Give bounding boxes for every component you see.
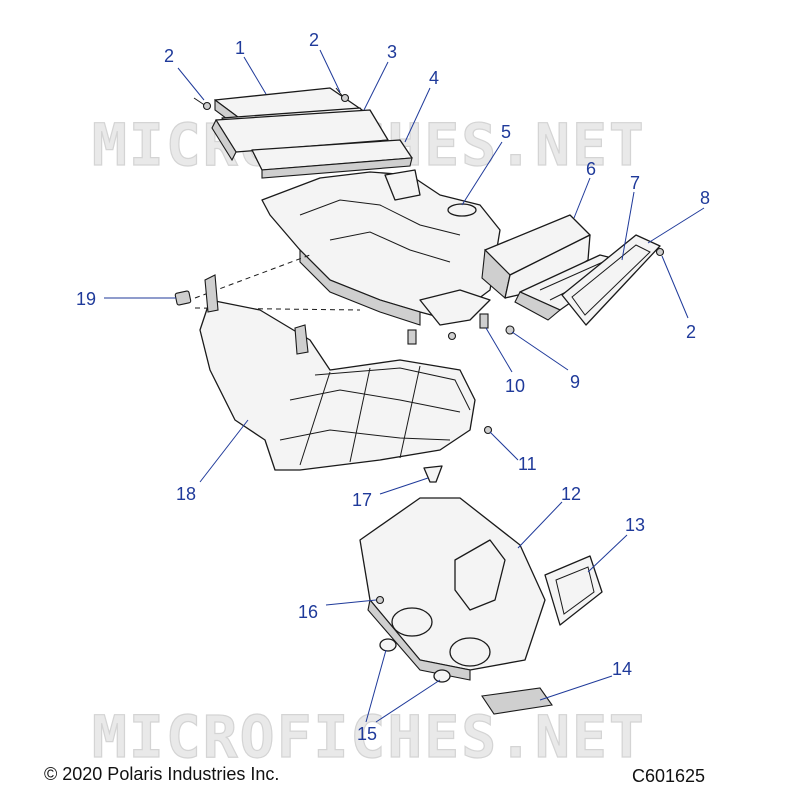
part-13-filter-seal: [544, 555, 603, 626]
part-12-lower-airbox: [359, 497, 546, 681]
callout-19: 19: [76, 289, 96, 309]
part-11-screw: [447, 331, 493, 435]
part-4-duct-lip: [251, 139, 413, 179]
callout-12: 12: [561, 484, 581, 504]
part-14-label: [481, 687, 553, 715]
callout-7: 7: [630, 173, 640, 193]
callout-11: 11: [518, 454, 537, 474]
part-5-airbox-cover: [261, 169, 501, 326]
callout-16: 16: [298, 602, 318, 622]
copyright-text: © 2020 Polaris Industries Inc.: [44, 764, 279, 784]
part-17-push-pin: [423, 465, 443, 483]
callout-13: 13: [625, 515, 645, 535]
callout-18: 18: [176, 484, 196, 504]
callout-4: 4: [429, 68, 439, 88]
callout-5: 5: [501, 122, 511, 142]
part-15-clamps: [379, 638, 451, 683]
part-3-grille-frame: [211, 109, 389, 162]
part-10-clip: [407, 313, 489, 345]
part-18-lower-housing: [199, 274, 476, 471]
part-8-seal-ring: [561, 234, 661, 326]
part-19-clip: [174, 290, 192, 306]
part-16-screw: [375, 595, 385, 605]
callout-9: 9: [570, 372, 580, 392]
leader-lines: [104, 49, 705, 723]
part-2-screw-mid: [335, 87, 350, 103]
part-6-outlet-duct: [481, 214, 591, 300]
diagram-code: C601625: [632, 766, 705, 786]
callout-14: 14: [612, 659, 632, 679]
callout-6: 6: [586, 159, 596, 179]
callout-2: 2: [686, 322, 696, 342]
callout-10: 10: [505, 376, 525, 396]
callout-1: 1: [235, 38, 245, 58]
callout-3: 3: [387, 42, 397, 62]
callout-2: 2: [164, 46, 174, 66]
part-2-screw-left: [193, 97, 212, 111]
callout-8: 8: [700, 188, 710, 208]
callout-17: 17: [352, 490, 372, 510]
callout-2: 2: [309, 30, 319, 50]
callout-15: 15: [357, 724, 377, 744]
